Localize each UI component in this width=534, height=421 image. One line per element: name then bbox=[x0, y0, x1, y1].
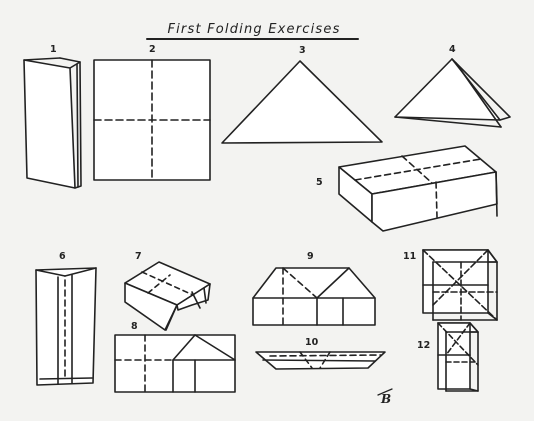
label-6: 6 bbox=[59, 251, 66, 262]
figure-3 bbox=[221, 60, 383, 144]
label-9: 9 bbox=[307, 251, 314, 262]
page-title: First Folding Exercises bbox=[167, 22, 340, 37]
label-12: 12 bbox=[417, 340, 430, 351]
label-10: 10 bbox=[305, 337, 319, 348]
figure-10 bbox=[255, 351, 386, 370]
figure-7 bbox=[124, 261, 211, 331]
label-11: 11 bbox=[403, 251, 416, 262]
label-7: 7 bbox=[135, 251, 142, 262]
label-1: 1 bbox=[50, 44, 57, 55]
signature-stroke bbox=[377, 388, 393, 396]
figure-12 bbox=[437, 322, 479, 392]
label-3: 3 bbox=[299, 45, 306, 56]
figure-2 bbox=[93, 59, 211, 181]
label-2: 2 bbox=[149, 44, 156, 55]
figure-4 bbox=[394, 58, 511, 128]
figure-5 bbox=[338, 145, 498, 232]
label-4: 4 bbox=[449, 44, 456, 55]
figure-8 bbox=[114, 334, 236, 393]
figure-11 bbox=[422, 249, 498, 321]
label-5: 5 bbox=[316, 177, 323, 188]
label-8: 8 bbox=[131, 321, 138, 332]
artist-signature: B bbox=[380, 392, 391, 406]
figure-6 bbox=[35, 267, 97, 386]
figure-1 bbox=[23, 57, 82, 189]
figure-9 bbox=[252, 267, 376, 326]
